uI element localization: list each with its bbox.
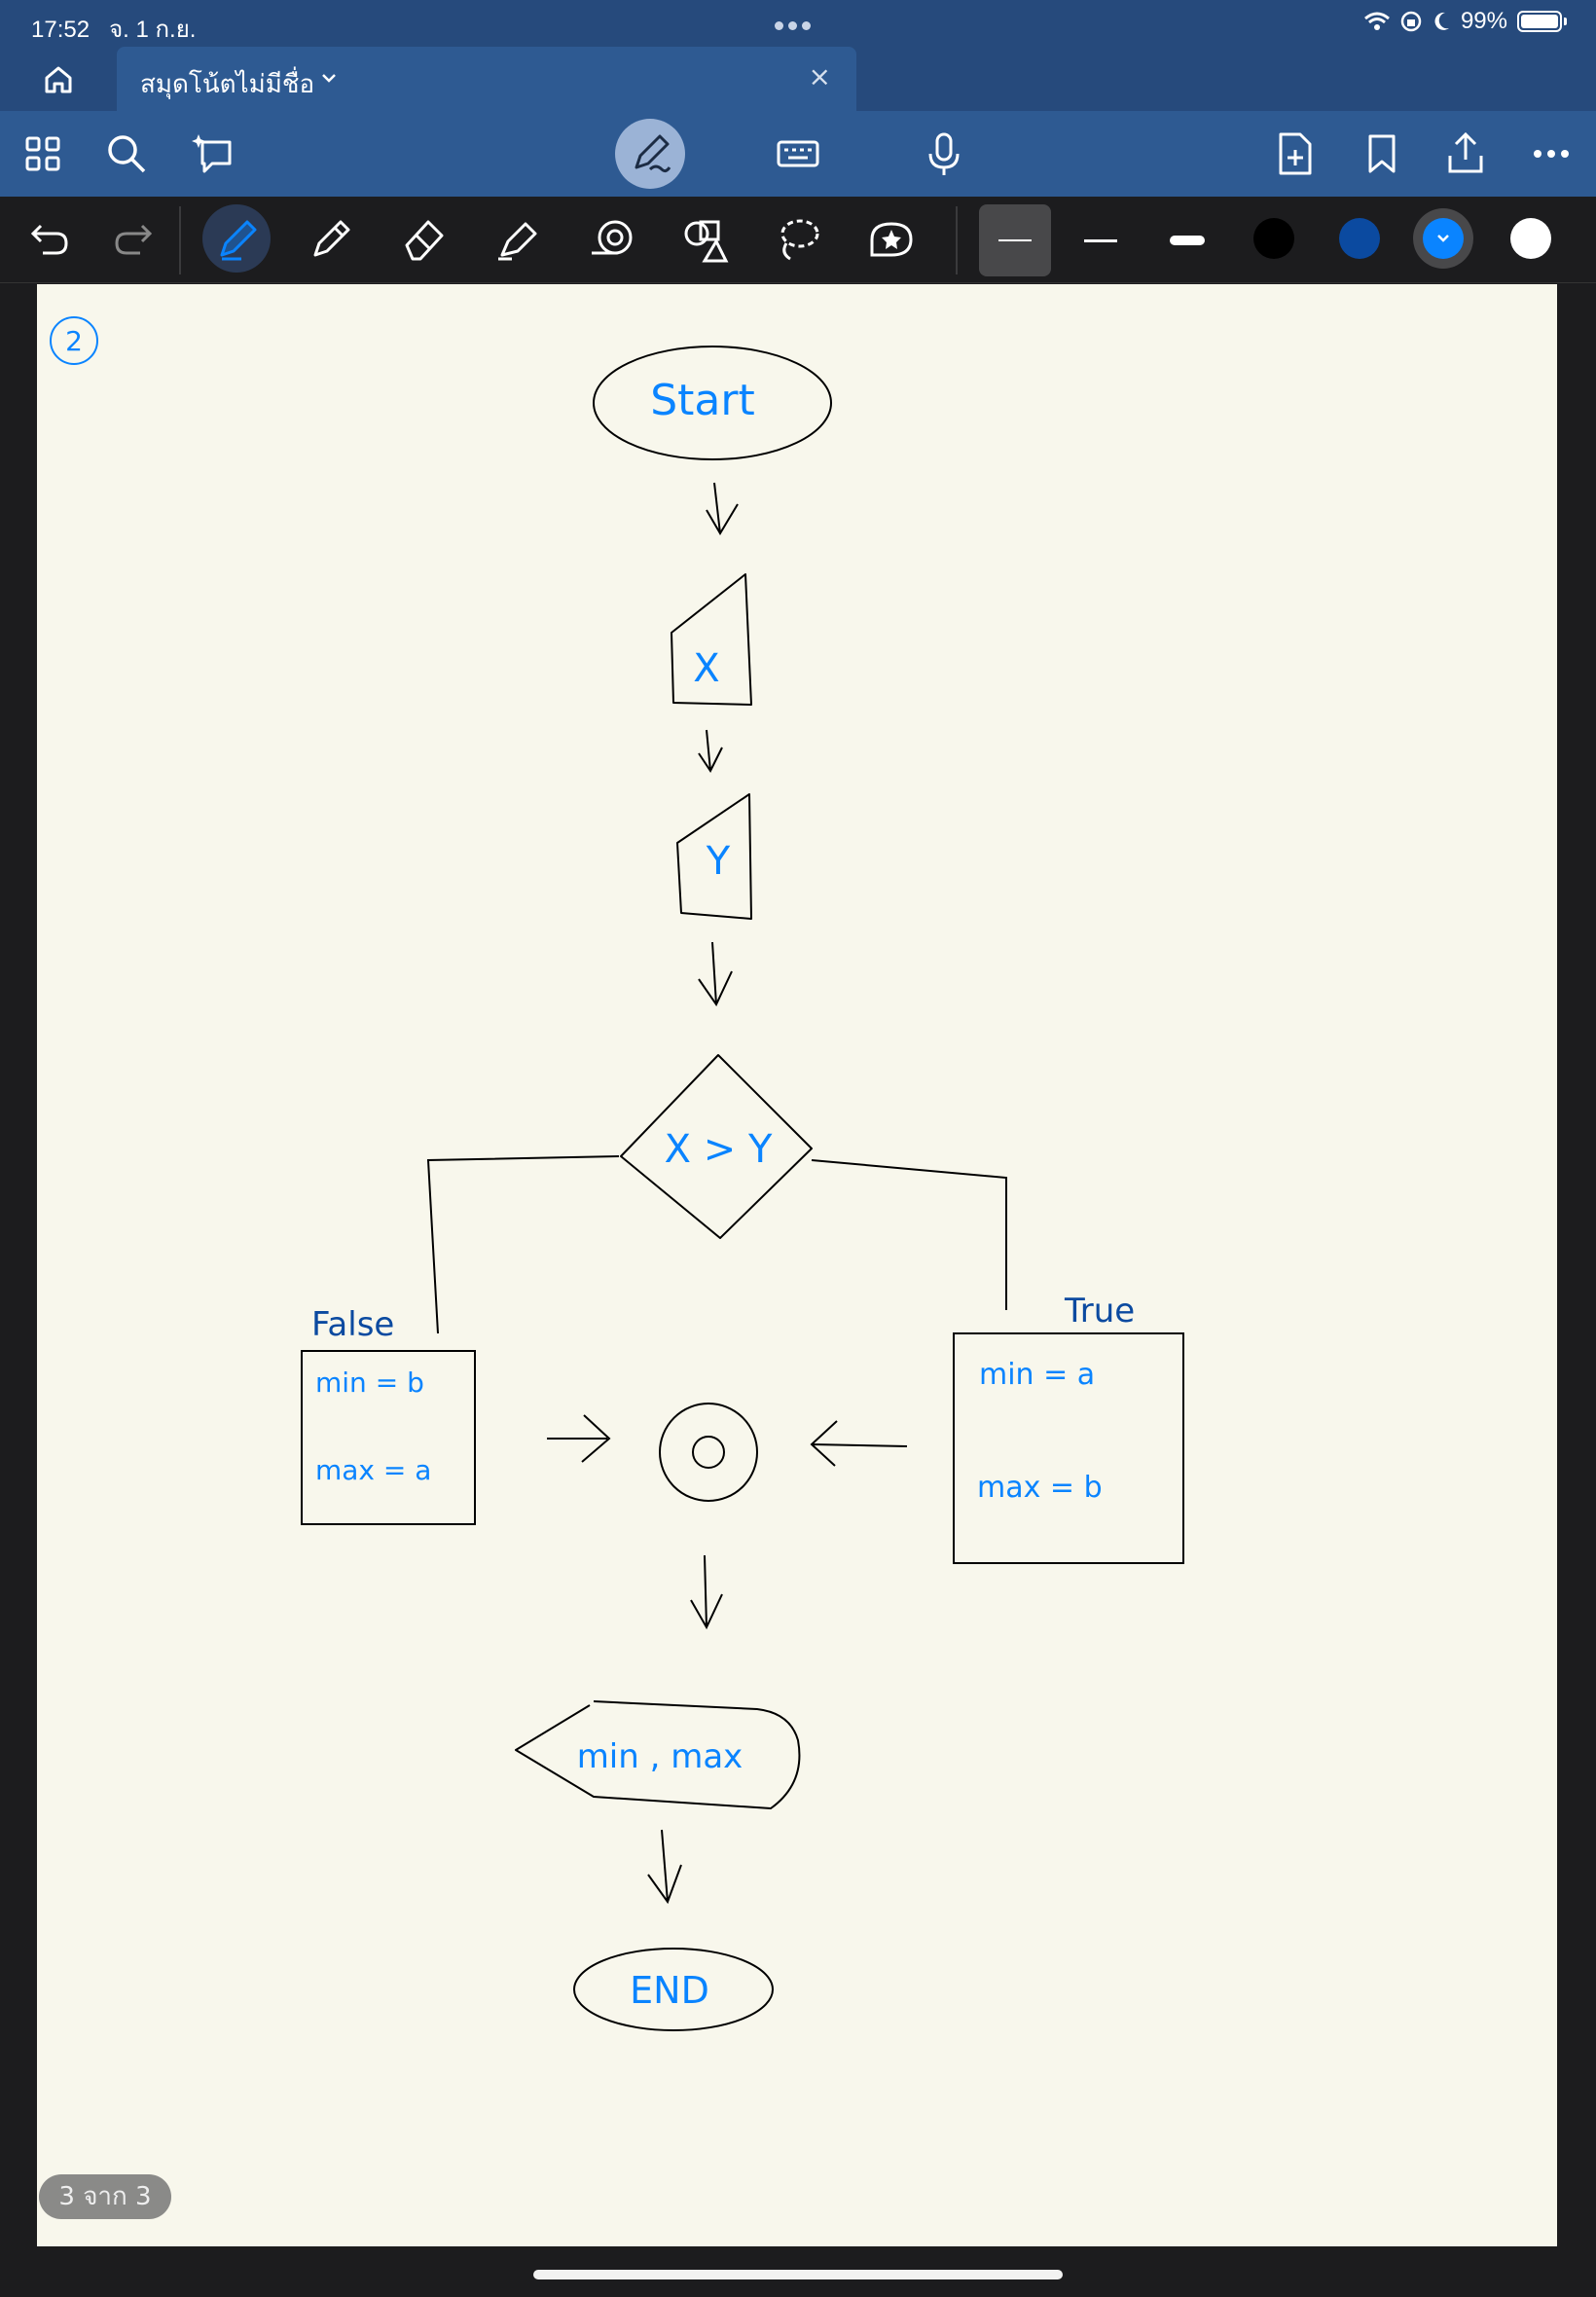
eraser-icon[interactable] — [399, 214, 450, 265]
ai-assist-icon[interactable] — [191, 130, 237, 177]
microphone-icon[interactable] — [921, 130, 967, 177]
arrow-false-to-connector — [547, 1414, 611, 1463]
input-y-shape — [676, 793, 752, 920]
arrow-output-to-end — [647, 1829, 682, 1905]
multitask-dots[interactable] — [775, 16, 821, 30]
battery-percent: 99% — [1460, 8, 1507, 34]
true-branch-line — [811, 1159, 1007, 1310]
main-toolbar — [0, 111, 1596, 197]
share-icon[interactable] — [1442, 130, 1489, 177]
battery-icon — [1517, 11, 1562, 32]
color-dark-blue[interactable] — [1339, 218, 1380, 259]
tab-bar: สมุดโน้ตไม่มีชื่อ × — [0, 47, 1596, 111]
keyboard-icon[interactable] — [775, 130, 821, 177]
undo-icon[interactable] — [23, 214, 74, 265]
add-page-icon[interactable] — [1271, 130, 1318, 177]
redo-icon[interactable] — [109, 214, 160, 265]
connector-circle — [659, 1403, 758, 1502]
search-icon[interactable] — [103, 130, 150, 177]
orientation-lock-icon — [1400, 11, 1422, 32]
wifi-icon — [1363, 12, 1390, 30]
bookmark-icon[interactable] — [1359, 130, 1405, 177]
color-black[interactable] — [1253, 218, 1294, 259]
flowchart-drawing: 2 Start X Y X > Y False True min = b max… — [50, 316, 1184, 2031]
input-x-shape — [671, 573, 752, 706]
true-label: True — [1064, 1292, 1135, 1331]
page-indicator: 3 จาก 3 — [39, 2174, 171, 2219]
status-date: จ. 1 ก.ย. — [109, 17, 197, 43]
pen-icon[interactable] — [212, 214, 263, 265]
arrow-y-to-decision — [698, 941, 733, 1006]
lasso-icon[interactable] — [773, 214, 823, 265]
more-icon[interactable] — [1528, 130, 1575, 177]
note-canvas[interactable]: 2 Start X Y X > Y False True min = b max… — [37, 284, 1557, 2246]
close-tab-button[interactable]: × — [808, 60, 831, 92]
end-terminal — [573, 1948, 774, 2031]
chevron-down-icon — [1437, 235, 1449, 242]
arrow-connector-to-output — [690, 1554, 723, 1630]
true-process-box — [953, 1332, 1184, 1564]
false-line-2: max = a — [315, 1454, 431, 1486]
stroke-width-thin-selected[interactable] — [979, 204, 1051, 276]
stroke-width-medium[interactable] — [1084, 239, 1117, 242]
chevron-down-icon[interactable] — [319, 68, 339, 88]
number-mark: 2 — [65, 325, 83, 357]
sticker-icon[interactable] — [866, 214, 917, 265]
notebook-tab[interactable]: สมุดโน้ตไม่มีชื่อ × — [117, 47, 856, 111]
grid-icon[interactable] — [19, 130, 66, 177]
home-icon[interactable] — [39, 60, 78, 99]
arrow-x-to-y — [698, 729, 723, 773]
start-label: Start — [650, 376, 755, 425]
tab-title: สมุดโน้ตไม่มีชื่อ — [140, 70, 315, 99]
status-bar: 17:52 จ. 1 ก.ย. 99% — [0, 0, 1596, 47]
output-display-shape — [515, 1700, 801, 1809]
decision-label: X > Y — [665, 1127, 773, 1172]
false-label: False — [311, 1305, 394, 1344]
false-process-box — [301, 1350, 476, 1525]
arrow-start-to-x — [706, 482, 739, 535]
pen-tool-selected[interactable] — [202, 204, 271, 273]
pen-mode-button[interactable] — [615, 119, 685, 189]
false-branch-line — [426, 1155, 620, 1334]
decision-diamond — [620, 1054, 813, 1239]
true-line-2: max = b — [977, 1471, 1103, 1505]
shapes-icon[interactable] — [679, 214, 730, 265]
false-line-1: min = b — [315, 1367, 424, 1399]
color-white[interactable] — [1510, 218, 1551, 259]
highlighter-icon[interactable] — [492, 214, 543, 265]
color-blue-selected[interactable] — [1413, 208, 1473, 269]
input-x-label: X — [693, 646, 719, 691]
stroke-width-thick[interactable] — [1170, 236, 1205, 245]
moon-icon — [1434, 12, 1449, 30]
status-right: 99% — [1363, 8, 1567, 35]
pen-mode-icon — [635, 134, 671, 173]
start-terminal — [593, 346, 832, 460]
true-line-1: min = a — [979, 1358, 1095, 1392]
end-label: END — [630, 1969, 709, 2012]
drawing-toolbar — [0, 197, 1596, 283]
arrow-true-to-connector — [810, 1420, 908, 1467]
pencil-icon[interactable] — [306, 214, 356, 265]
status-time: 17:52 จ. 1 ก.ย. — [31, 17, 197, 43]
home-indicator[interactable] — [533, 2270, 1063, 2279]
input-y-label: Y — [706, 839, 731, 884]
output-label: min , max — [577, 1737, 744, 1776]
tape-icon[interactable] — [586, 214, 636, 265]
